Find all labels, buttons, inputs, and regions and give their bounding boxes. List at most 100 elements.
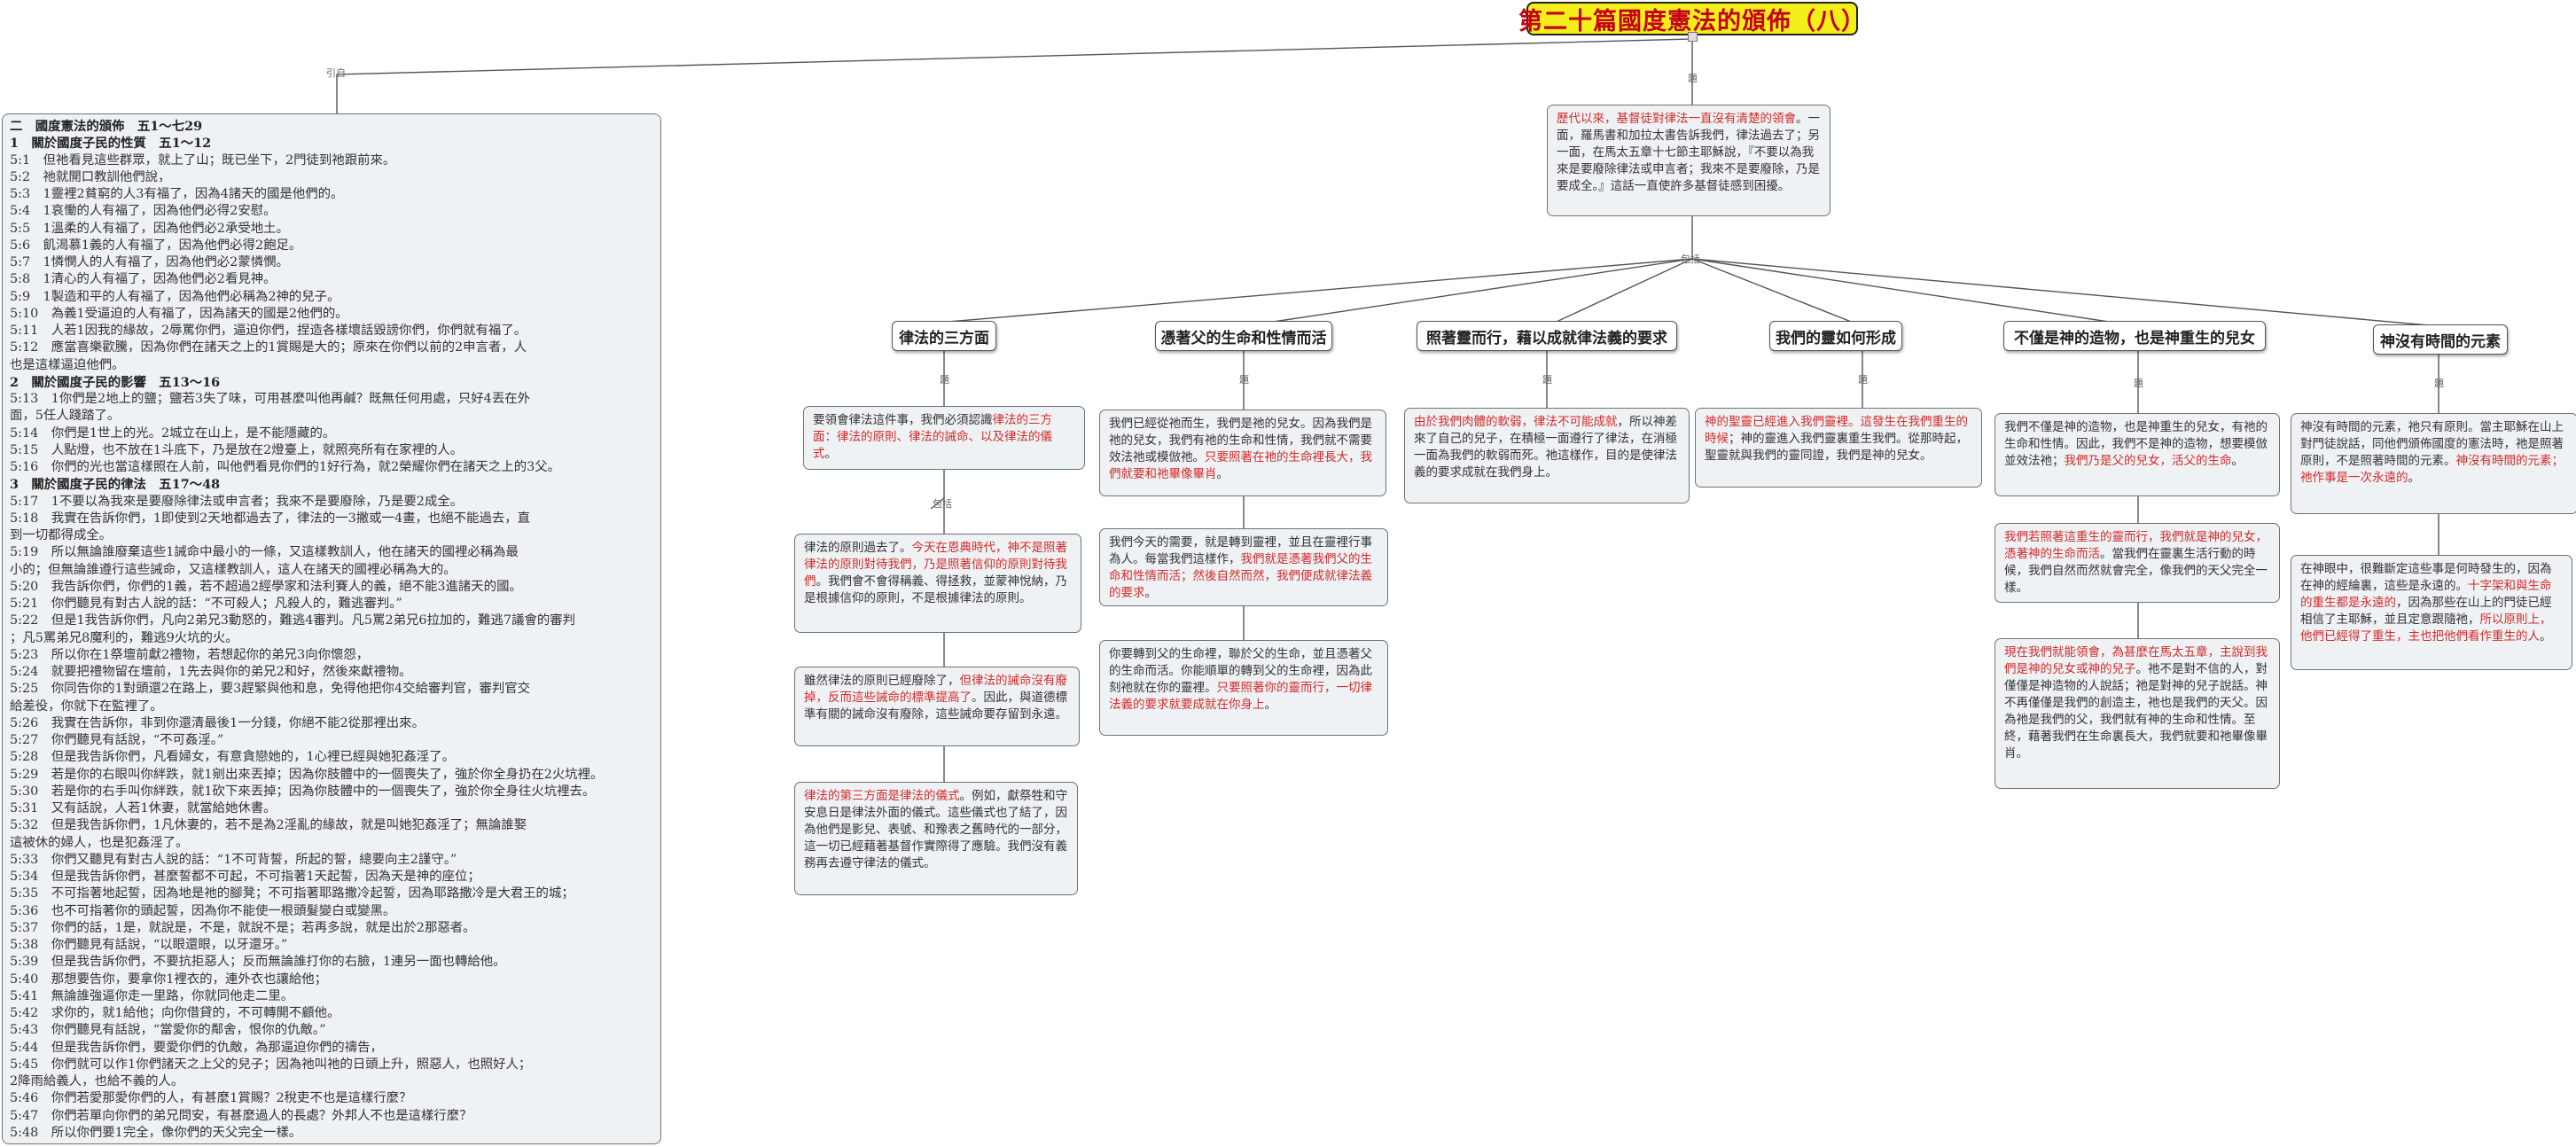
- highlight-text: 我們若照著這重生的靈而行，我們就是神的兒女，憑著神的生命而活: [2004, 530, 2268, 561]
- edge-label-main: 題: [1688, 73, 1698, 84]
- scripture-verse: 5:9 1製造和平的人有福了，因為他們必稱為2神的兒子。: [10, 289, 340, 304]
- scripture-verse: 5:22 但是1我告訴你們，凡向2弟兄3動怒的，難逃4審判。凡5罵2弟兄6拉加的…: [10, 613, 576, 628]
- note-walk-by-regenerated-spirit[interactable]: 我們若照著這重生的靈而行，我們就是神的兒女，憑著神的生命而活。當我們在靈裏生活行…: [1994, 523, 2280, 603]
- scripture-verse: 5:44 但是我告訴你們，要愛你們的仇敵，為那逼迫你們的禱告，: [10, 1040, 383, 1055]
- note-turn-to-fathers-life[interactable]: 你要轉到父的生命裡，聯於父的生命，並且憑著父的生命而活。你能順單的轉到父的生命裡…: [1099, 640, 1388, 736]
- highlight-text: 我們乃是父的兒女，活父的生命: [2064, 454, 2232, 468]
- note-text: 。: [2540, 629, 2552, 644]
- scripture-verse: 5:7 1憐憫人的人有福了，因為他們必2蒙憐憫。: [10, 255, 289, 269]
- note-text: 雖然律法的原則已經廢除了，: [804, 674, 960, 688]
- note-text: 。: [1144, 586, 1158, 600]
- note-sons-of-god[interactable]: 現在我們就能領會，為甚麼在馬太五章，主說到我們是神的兒女或神的兒子。祂不是對不信…: [1994, 638, 2280, 789]
- edge-label-contains: 包括: [1681, 254, 1700, 265]
- scripture-verse: 5:19 所以無論誰廢棄這些1誡命中最小的一條，又這樣教訓人，他在諸天的國裡必稱…: [10, 545, 519, 560]
- scripture-verse: 5:12 應當喜樂歡騰，因為你們在諸天之上的1賞賜是大的；原來在你們以前的2申言…: [10, 340, 527, 355]
- scripture-verse: 5:6 飢渴慕1義的人有福了，因為他們必得2飽足。: [10, 238, 302, 253]
- note-text: 神沒有時間的元素，祂只有原則。當主耶穌在山上對門徒說話，同他們頒佈國度的憲法時，…: [2300, 420, 2564, 468]
- note-principle-of-law[interactable]: 律法的原則過去了。今天在恩典時代，神不是照著律法的原則對待我們，乃是照著信仰的原…: [794, 534, 1081, 633]
- edge-label-quote: 引自: [326, 67, 346, 79]
- scripture-verse: 5:28 但是我告訴你們，凡看婦女，有意貪戀她的，1心裡已經與她犯姦淫了。: [10, 750, 455, 765]
- topic-creatures-and-children[interactable]: 不僅是神的造物，也是神重生的兒女: [2003, 321, 2266, 351]
- note-turn-to-spirit[interactable]: 我們今天的需要，就是轉到靈裡，並且在靈裡行事為人。每當我們這樣作，我們就是憑著我…: [1099, 528, 1388, 606]
- topic-no-element-of-time[interactable]: 神沒有時間的元素: [2373, 324, 2508, 355]
- root-collapse-handle[interactable]: [1688, 32, 1698, 42]
- scripture-verse: 5:43 你們聽見有話說，“當愛你的鄰舍，恨你的仇敵。”: [10, 1023, 326, 1038]
- highlight-text: 我們就是憑著我們父的生命和性情而活；然後自然而然，我們便成就律法義的要求: [1109, 552, 1372, 600]
- highlight-text: 基督徒對律法一直沒有清楚的領會: [1616, 112, 1797, 126]
- scripture-verse: 5:14 你們是1世上的光。2城立在山上，是不能隱藏的。: [10, 425, 336, 441]
- root-topic[interactable]: 第二十篇國度憲法的頒佈（八）: [1518, 2, 1865, 35]
- note-in-gods-eyes[interactable]: 在神眼中，很難斷定這些事是何時發生的，因為在神的經綸裏，這些是永遠的。十字架和與…: [2291, 555, 2572, 670]
- scripture-verse: 2降雨給義人，也給不義的人。: [10, 1074, 184, 1088]
- scripture-verse: 5:3 1靈裡2貧窮的人3有福了，因為4諸天的國是他們的。: [10, 187, 344, 201]
- highlight-text: 律法的第三方面是律法的儀式: [804, 789, 960, 803]
- scripture-verse: 5:36 也不可指著你的頭起誓，因為你不能使一根頭髮變白或變黑。: [10, 903, 396, 918]
- note-text: 。我們會不會得稱義、得拯救，並蒙神悅納，乃是根據信仰的原則，不是根據律法的原則。: [804, 574, 1067, 605]
- note-text: 。當我們在靈裏生活行動的時候，我們自然而然就會完全，像我們的天父完全一樣。: [2004, 547, 2268, 595]
- note-spirit-entered[interactable]: 神的聖靈已經進入我們靈裡。這發生在我們重生的時候；神的靈進入我們靈裏重生我們。從…: [1695, 408, 1982, 488]
- note-born-of-him[interactable]: 我們已經從祂而生，我們是祂的兒女。因為我們是祂的兒女，我們有祂的生命和性情，我們…: [1099, 410, 1386, 496]
- scripture-verse: 5:8 1清心的人有福了，因為他們必2看見神。: [10, 272, 277, 287]
- note-text: 。: [2231, 454, 2244, 468]
- scripture-verse: 5:48 所以你們要1完全，像你們的天父完全一樣。: [10, 1125, 302, 1140]
- scripture-verse: 面，5任人踐踏了。: [10, 409, 121, 424]
- scripture-verse: 5:37 你們的話，1是，就說是，不是，就說不是；若再多說，就是出於2那惡者。: [10, 920, 476, 935]
- scripture-verse: ；凡5罵弟兄8魔利的，難逃9火坑的火。: [10, 630, 238, 645]
- note-text: ；神的靈進入我們靈裏重生我們。從那時起，聖靈就與我們的靈同證，我們是神的兒女。: [1705, 432, 1968, 463]
- note-text: 我們今天的需要，就是轉到靈裡，並且在靈裡行事為人。每當我們這樣作，: [1109, 535, 1372, 566]
- topic-how-spirit-formed[interactable]: 我們的靈如何形成: [1769, 321, 1902, 351]
- note-weakness-of-flesh[interactable]: 由於我們肉體的軟弱，律法不可能成就，所以神差來了自己的兒子，在積極一面遵行了律法…: [1404, 408, 1690, 503]
- highlight-text: 所以原則上，他們已經得了重生，主也把他們看作重生的人: [2300, 613, 2552, 644]
- scripture-verse: 5:30 若是你的右手叫你絆跌，就1砍下來丟掉；因為你肢體中的一個喪失了，強於你…: [10, 784, 596, 799]
- scripture-verse: 5:38 你們聽見有話說，“以眼還眼，以牙還牙。”: [10, 938, 288, 952]
- scripture-verse: 5:33 你們又聽見有對古人說的話：“1不可背誓，所起的誓，總要向主2謹守。”: [10, 852, 457, 867]
- note-god-has-no-time[interactable]: 神沒有時間的元素，祂只有原則。當主耶穌在山上對門徒說話，同他們頒佈國度的憲法時，…: [2291, 413, 2576, 514]
- scripture-verse: 5:40 那想要告你，要拿你1裡衣的，連外衣也讓給他；: [10, 971, 328, 987]
- scripture-verse: 5:2 祂就開口教訓他們說，: [10, 169, 171, 184]
- scripture-verse: 5:29 若是你的右眼叫你絆跌，就1剜出來丟掉；因為你肢體中的一個喪失了，強於你…: [10, 767, 604, 782]
- scripture-verse: 5:11 人若1因我的緣故，2辱罵你們，逼迫你們，捏造各樣壞話毀謗你們，你們就有…: [10, 324, 527, 338]
- highlight-text: 但律法的誡命沒有廢掉，反而這些誡命的標準提高了: [804, 674, 1067, 705]
- note-text: 我們已經從祂而生，我們是祂的兒女。因為我們是祂的兒女，我們有祂的生命和性情，我們…: [1109, 417, 1372, 464]
- intro-note[interactable]: 歷代以來，基督徒對律法一直沒有清楚的領會。一面，羅馬書和加拉太書告訴我們，律法過…: [1547, 105, 1831, 216]
- note-text: 在神眼中，很難斷定這些事是何時發生的，因為在神的經綸裏，這些是永遠的。: [2300, 562, 2552, 593]
- note-text: 。: [1264, 698, 1277, 712]
- note-rituals-of-law[interactable]: 律法的第三方面是律法的儀式。例如，獻祭牲和守安息日是律法外面的儀式。這些儀式也了…: [794, 782, 1078, 895]
- scripture-verse: 5:13 1你們是2地上的鹽；鹽若3失了味，可用甚麼叫他再鹹？既無任何用處，只好…: [10, 392, 531, 406]
- highlight-text: 歷代以來，: [1557, 112, 1617, 126]
- note-commandments-of-law[interactable]: 雖然律法的原則已經廢除了，但律法的誡命沒有廢掉，反而這些誡命的標準提高了。因此，…: [794, 667, 1080, 746]
- scripture-heading: 2 關於國度子民的影響 五13～16: [10, 374, 221, 390]
- highlight-text: 神的聖靈已經進入我們靈裡。這發生在我們重生的時候: [1705, 415, 1968, 446]
- highlight-text: 只要照著你的靈而行，一切律法義的要求就要成就在你身上: [1109, 681, 1372, 712]
- edge-label-topic4: 題: [1858, 374, 1868, 386]
- topic-three-aspects-of-law[interactable]: 律法的三方面: [892, 321, 996, 351]
- edge-label-topic2: 題: [1239, 374, 1249, 386]
- scripture-verse: 也是這樣逼迫他們。: [10, 357, 125, 372]
- note-text: 。祂不是對不信的人，對僅僅是神造物的人說話；祂是對神的兒子說話。神不再僅僅是我們…: [2004, 662, 2268, 761]
- scripture-verse: 5:39 但是我告訴你們，不要抗拒惡人；反而無論誰打你的右臉，1連另一面也轉給他…: [10, 955, 506, 970]
- scripture-verse: 5:1 但祂看見這些群眾，就上了山；既已坐下，2門徒到祂跟前來。: [10, 152, 396, 168]
- highlight-text: 十字架和與生命的重生都是永遠的: [2300, 579, 2552, 610]
- note-text: ，因為那些在山上的門徒已經相信了主耶穌，並且定意跟隨祂，: [2300, 596, 2552, 627]
- topic-walk-by-spirit[interactable]: 照著靈而行，藉以成就律法義的要求: [1417, 321, 1677, 351]
- scripture-verse: 5:41 無論誰強逼你走一里路，你就同他走二里。: [10, 988, 294, 1003]
- scripture-verse: 5:5 1溫柔的人有福了，因為他們必2承受地土。: [10, 221, 289, 236]
- scripture-verse: 5:46 你們若愛那愛你們的人，有甚麼1賞賜？2稅吏不也是這樣行麼？: [10, 1091, 412, 1106]
- highlight-text: 律法的三方面：律法的原則、律法的誡命、以及律法的儀式: [813, 413, 1052, 461]
- scripture-verse: 5:26 我實在告訴你，非到你還清最後1一分錢，你絕不能2從那裡出來。: [10, 715, 425, 730]
- topic-live-by-fathers-life[interactable]: 憑著父的生命和性情而活: [1155, 321, 1332, 351]
- edge-label-topic1: 題: [940, 374, 949, 386]
- highlight-text: 今天在恩典時代，神不是照著律法的原則對待我們，乃是照著信仰的原則對待我們: [804, 541, 1067, 589]
- scripture-verse: 5:4 1哀慟的人有福了，因為他們必得2安慰。: [10, 204, 277, 219]
- edge-label-topic3: 題: [1542, 374, 1552, 386]
- note-children-of-father[interactable]: 我們不僅是神的造物，也是神重生的兒女，有祂的生命和性情。因此，我們不是神的造物，…: [1994, 413, 2280, 496]
- scripture-heading: 1 關於國度子民的性質 五1～12: [10, 136, 212, 152]
- edge-label-topic5: 題: [2134, 378, 2143, 389]
- edge-label-topic1-contains: 包括: [933, 498, 952, 510]
- note-three-aspects-intro[interactable]: 要領會律法這件事，我們必須認識律法的三方面：律法的原則、律法的誡命、以及律法的儀…: [803, 406, 1085, 470]
- note-text: 。一面，羅馬書和加拉太書告訴我們，律法過去了；另一面，在馬太五章十七節主耶穌說，…: [1557, 112, 1820, 193]
- highlight-text: 只要照著在祂的生命裡長大，我們就要和祂畢像畢肖: [1109, 450, 1372, 481]
- scripture-verse: 5:17 1不要以為我來是要廢除律法或申言者；我來不是要廢除，乃是要2成全。: [10, 494, 464, 509]
